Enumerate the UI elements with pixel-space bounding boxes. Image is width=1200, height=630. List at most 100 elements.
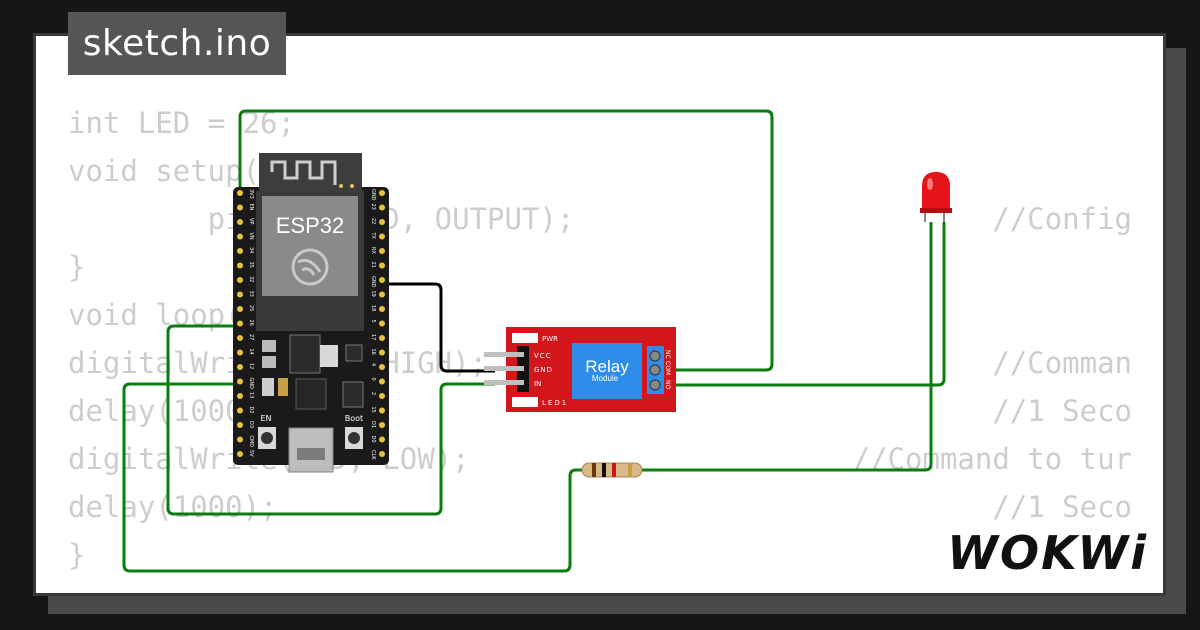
code-comment: //1 Seco [992, 490, 1132, 524]
esp32-pin-label: 5V [248, 450, 254, 457]
esp32-pin[interactable] [379, 190, 385, 196]
esp32-pin-label: 23 [370, 204, 376, 210]
esp32-pin[interactable] [237, 407, 243, 414]
esp32-pin[interactable] [237, 248, 243, 254]
esp32-pin[interactable] [237, 204, 243, 211]
esp32-pin[interactable] [379, 204, 385, 211]
esp32-pin[interactable] [237, 451, 243, 457]
esp32-pin[interactable] [237, 422, 243, 428]
esp32-pin-label: VN [248, 233, 254, 240]
wokwi-logo: WOKWi [947, 526, 1148, 580]
wire-top-loop [238, 109, 774, 372]
esp32-pin-label: 22 [370, 218, 376, 224]
wire-relay-led [656, 222, 946, 387]
esp32-pin-label: EN [248, 204, 254, 211]
esp32-pin-label: 26 [248, 320, 254, 326]
relay-terminal-no: NO [664, 380, 671, 389]
esp32-pin-label: D1 [370, 421, 376, 428]
esp32-pin[interactable] [379, 378, 385, 385]
esp32-pin[interactable] [237, 393, 243, 399]
esp32-chip-label: ESP32 [276, 213, 345, 238]
wire-gnd [383, 282, 495, 373]
esp32-pin-label: 12 [248, 363, 254, 369]
esp32-pin-label: 27 [248, 334, 254, 340]
esp32-pin[interactable] [379, 306, 385, 312]
esp32-pin[interactable] [379, 219, 385, 225]
esp32-pin[interactable] [379, 291, 385, 298]
code-comment: //Config [992, 202, 1132, 236]
relay-subtitle: Module [592, 374, 619, 383]
esp32-pin[interactable] [237, 277, 243, 283]
esp32-pin[interactable] [237, 364, 243, 370]
esp32-pin[interactable] [237, 291, 243, 298]
esp32-pin[interactable] [237, 190, 243, 196]
esp32-pin[interactable] [237, 335, 243, 341]
red-led[interactable] [920, 172, 952, 222]
esp32-pin-label: 35 [248, 262, 254, 268]
relay-terminal-com: COM [664, 361, 671, 375]
esp32-pin[interactable] [237, 436, 243, 443]
wires [122, 109, 946, 573]
esp32-pin[interactable] [379, 422, 385, 428]
canvas-card [33, 33, 1166, 596]
esp32-pin[interactable] [237, 262, 243, 269]
esp32-pin[interactable] [379, 407, 385, 414]
esp32-boot-label: Boot [345, 414, 363, 423]
esp32-pin[interactable] [237, 349, 243, 356]
esp32-pin-label: GND [370, 189, 376, 201]
esp32-pin-label: 34 [248, 247, 254, 253]
code-line: int LED = 26; [68, 106, 295, 140]
esp32-pin-label: 14 [248, 349, 254, 355]
esp32-pin-label: CLK [370, 450, 376, 460]
esp32-pin-label: 4 [370, 363, 376, 366]
esp32-pin-label: 2 [370, 392, 376, 395]
esp32-pin-label: 3V3 [248, 189, 254, 199]
esp32-pin[interactable] [237, 306, 243, 312]
esp32-pin[interactable] [237, 320, 243, 327]
code-comment: //1 Seco [992, 394, 1132, 428]
code-comment: //Comman [992, 346, 1132, 380]
resistor[interactable] [581, 462, 643, 478]
sketch-title: sketch.ino [68, 12, 286, 75]
relay-led-label: LED1 [542, 399, 568, 407]
esp32-pin[interactable] [379, 277, 385, 283]
esp32-pin[interactable] [237, 378, 243, 385]
esp32-pin[interactable] [237, 233, 243, 240]
code-line: } [68, 250, 86, 284]
esp32-pin-label: 5 [370, 320, 376, 323]
esp32-pin-label: RX [370, 247, 376, 254]
esp32-pin-label: 17 [370, 334, 376, 340]
relay-terminal-nc: NC [664, 350, 671, 359]
esp32-pin-label: CMD [248, 436, 254, 448]
esp32-pin[interactable] [379, 335, 385, 341]
relay-pin-in: IN [534, 380, 541, 388]
wire-power [122, 382, 588, 573]
esp32-pin[interactable] [379, 364, 385, 370]
esp32-board[interactable]: ESP32 EN Boot 3V3ENVPVN34353233252627141… [233, 153, 389, 473]
relay-pin-gnd: GND [534, 366, 553, 374]
esp32-pin-label: 32 [248, 276, 254, 282]
esp32-pin[interactable] [379, 233, 385, 240]
esp32-pin[interactable] [379, 349, 385, 356]
esp32-pin[interactable] [379, 320, 385, 327]
code-line: } [68, 538, 86, 572]
esp32-pin-label: GND [248, 378, 254, 390]
esp32-pin-label: 21 [370, 262, 376, 268]
wire-resistor-led [640, 222, 933, 472]
esp32-pin[interactable] [379, 248, 385, 254]
code-line: delay(1000); [68, 490, 278, 524]
relay-header-pins [484, 352, 524, 385]
wire-signal [166, 324, 495, 516]
espressif-logo-icon [291, 248, 329, 286]
esp32-en-label: EN [260, 414, 271, 423]
relay-module[interactable]: PWR LED1 VCC GND IN Relay Module NC COM … [484, 327, 676, 412]
esp32-pin[interactable] [379, 436, 385, 443]
esp32-pin-label: D0 [370, 436, 376, 443]
esp32-pin[interactable] [379, 451, 385, 457]
esp32-pin-label: D2 [248, 407, 254, 414]
relay-pin-vcc: VCC [534, 352, 552, 360]
esp32-pin[interactable] [237, 219, 243, 225]
esp32-pin[interactable] [379, 262, 385, 269]
esp32-pin[interactable] [379, 393, 385, 399]
